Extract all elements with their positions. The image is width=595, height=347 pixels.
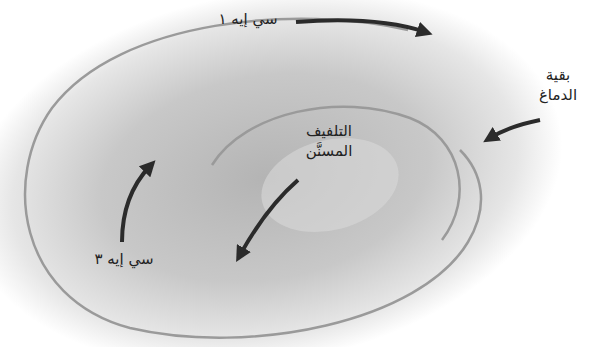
region-label: سي إيه ١ xyxy=(205,10,291,30)
flow-arrow xyxy=(122,166,150,242)
region-label: التلفيف المسنَّن xyxy=(286,122,372,161)
flow-arrow xyxy=(296,20,425,32)
region-label: بقية الدماغ xyxy=(526,66,590,105)
outer-layer xyxy=(25,19,481,338)
inner-layer xyxy=(212,107,460,240)
flow-arrow xyxy=(240,180,298,255)
flow-arrow xyxy=(490,120,540,138)
region-label: سي إيه ٣ xyxy=(84,250,164,270)
